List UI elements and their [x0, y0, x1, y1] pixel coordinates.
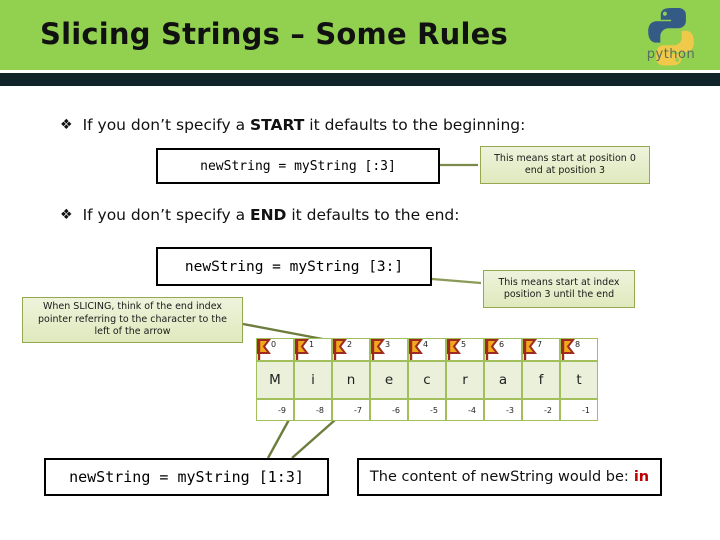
index-label-positive: 3 — [385, 340, 391, 349]
index-label-positive: 6 — [499, 340, 505, 349]
index-label-positive: 1 — [309, 340, 315, 349]
index-label-positive: 2 — [347, 340, 353, 349]
index-cell-positive: 8 — [560, 338, 598, 361]
result-label: The content of newString would be: — [369, 469, 629, 485]
index-pointer-flag-icon — [295, 339, 309, 360]
index-pointer-flag-icon — [257, 339, 271, 360]
callout-slicing-tip: When SLICING, think of the end index poi… — [22, 297, 243, 343]
bullet-marker-icon: ❖ — [60, 207, 73, 223]
index-cell-positive: 0 — [256, 338, 294, 361]
index-label-positive: 7 — [537, 340, 543, 349]
index-cell-negative: -7 — [332, 399, 370, 421]
index-cell-positive: 5 — [446, 338, 484, 361]
bullet-text-before: If you don’t specify a — [82, 206, 250, 224]
index-cell-negative: -3 — [484, 399, 522, 421]
character-cell: f — [522, 361, 560, 399]
index-label-positive: 0 — [271, 340, 277, 349]
result-value: in — [633, 469, 650, 485]
index-cell-negative: -6 — [370, 399, 408, 421]
page-title: Slicing Strings – Some Rules — [40, 17, 508, 51]
bullet-text: If you don’t specify a END it defaults t… — [83, 205, 460, 225]
code-box-slice-1-3: newString = myString [1:3] — [44, 458, 329, 496]
index-cell-positive: 1 — [294, 338, 332, 361]
bullet-text-before: If you don’t specify a — [82, 116, 250, 134]
index-pointer-flag-icon — [523, 339, 537, 360]
index-pointer-flag-icon — [447, 339, 461, 360]
index-cell-positive: 3 — [370, 338, 408, 361]
index-cell-positive: 6 — [484, 338, 522, 361]
bullet-text-after: it defaults to the beginning: — [304, 116, 526, 134]
index-cell-negative: -8 — [294, 399, 332, 421]
index-cell-negative: -2 — [522, 399, 560, 421]
character-cell: a — [484, 361, 522, 399]
python-logo-wordmark: python — [646, 47, 696, 62]
character-cell: r — [446, 361, 484, 399]
index-cell-positive: 4 — [408, 338, 446, 361]
index-cell-negative: -9 — [256, 399, 294, 421]
bullet-text-after: it defaults to the end: — [286, 206, 460, 224]
index-cell-negative: -1 — [560, 399, 598, 421]
index-pointer-flag-icon — [561, 339, 575, 360]
index-cell-negative: -5 — [408, 399, 446, 421]
code-box-start-omitted: newString = myString [:3] — [156, 148, 440, 184]
code-box-end-omitted: newString = myString [3:] — [156, 247, 432, 286]
index-label-positive: 5 — [461, 340, 467, 349]
index-label-positive: 8 — [575, 340, 581, 349]
index-cell-positive: 2 — [332, 338, 370, 361]
header-strip-dark — [0, 73, 720, 86]
bullet-start-rule: ❖ If you don’t specify a START it defaul… — [60, 115, 525, 135]
header-band — [0, 0, 720, 70]
bullet-marker-icon: ❖ — [60, 117, 73, 133]
character-cell: n — [332, 361, 370, 399]
table-row-negative-indices: -9-8-7-6-5-4-3-2-1 — [256, 399, 598, 421]
bullet-emphasis: END — [250, 206, 287, 224]
table-row-positive-indices: 0 1 2 3 4 5 6 7 8 — [256, 338, 598, 361]
callout-end-default: This means start at index position 3 unt… — [483, 270, 635, 308]
bullet-emphasis: START — [250, 116, 305, 134]
index-pointer-flag-icon — [333, 339, 347, 360]
character-cell: e — [370, 361, 408, 399]
index-cell-positive: 7 — [522, 338, 560, 361]
character-cell: c — [408, 361, 446, 399]
bullet-end-rule: ❖ If you don’t specify a END it defaults… — [60, 205, 460, 225]
character-cell: t — [560, 361, 598, 399]
index-label-positive: 4 — [423, 340, 429, 349]
header-divider-white — [0, 70, 720, 73]
index-cell-negative: -4 — [446, 399, 484, 421]
index-pointer-flag-icon — [409, 339, 423, 360]
index-pointer-flag-icon — [485, 339, 499, 360]
result-box: The content of newString would be: in — [357, 458, 662, 496]
bullet-text: If you don’t specify a START it defaults… — [83, 115, 526, 135]
character-cell: i — [294, 361, 332, 399]
index-pointer-flag-icon — [371, 339, 385, 360]
python-logo-icon — [648, 8, 694, 66]
callout-start-default: This means start at position 0 end at po… — [480, 146, 650, 184]
character-cell: M — [256, 361, 294, 399]
